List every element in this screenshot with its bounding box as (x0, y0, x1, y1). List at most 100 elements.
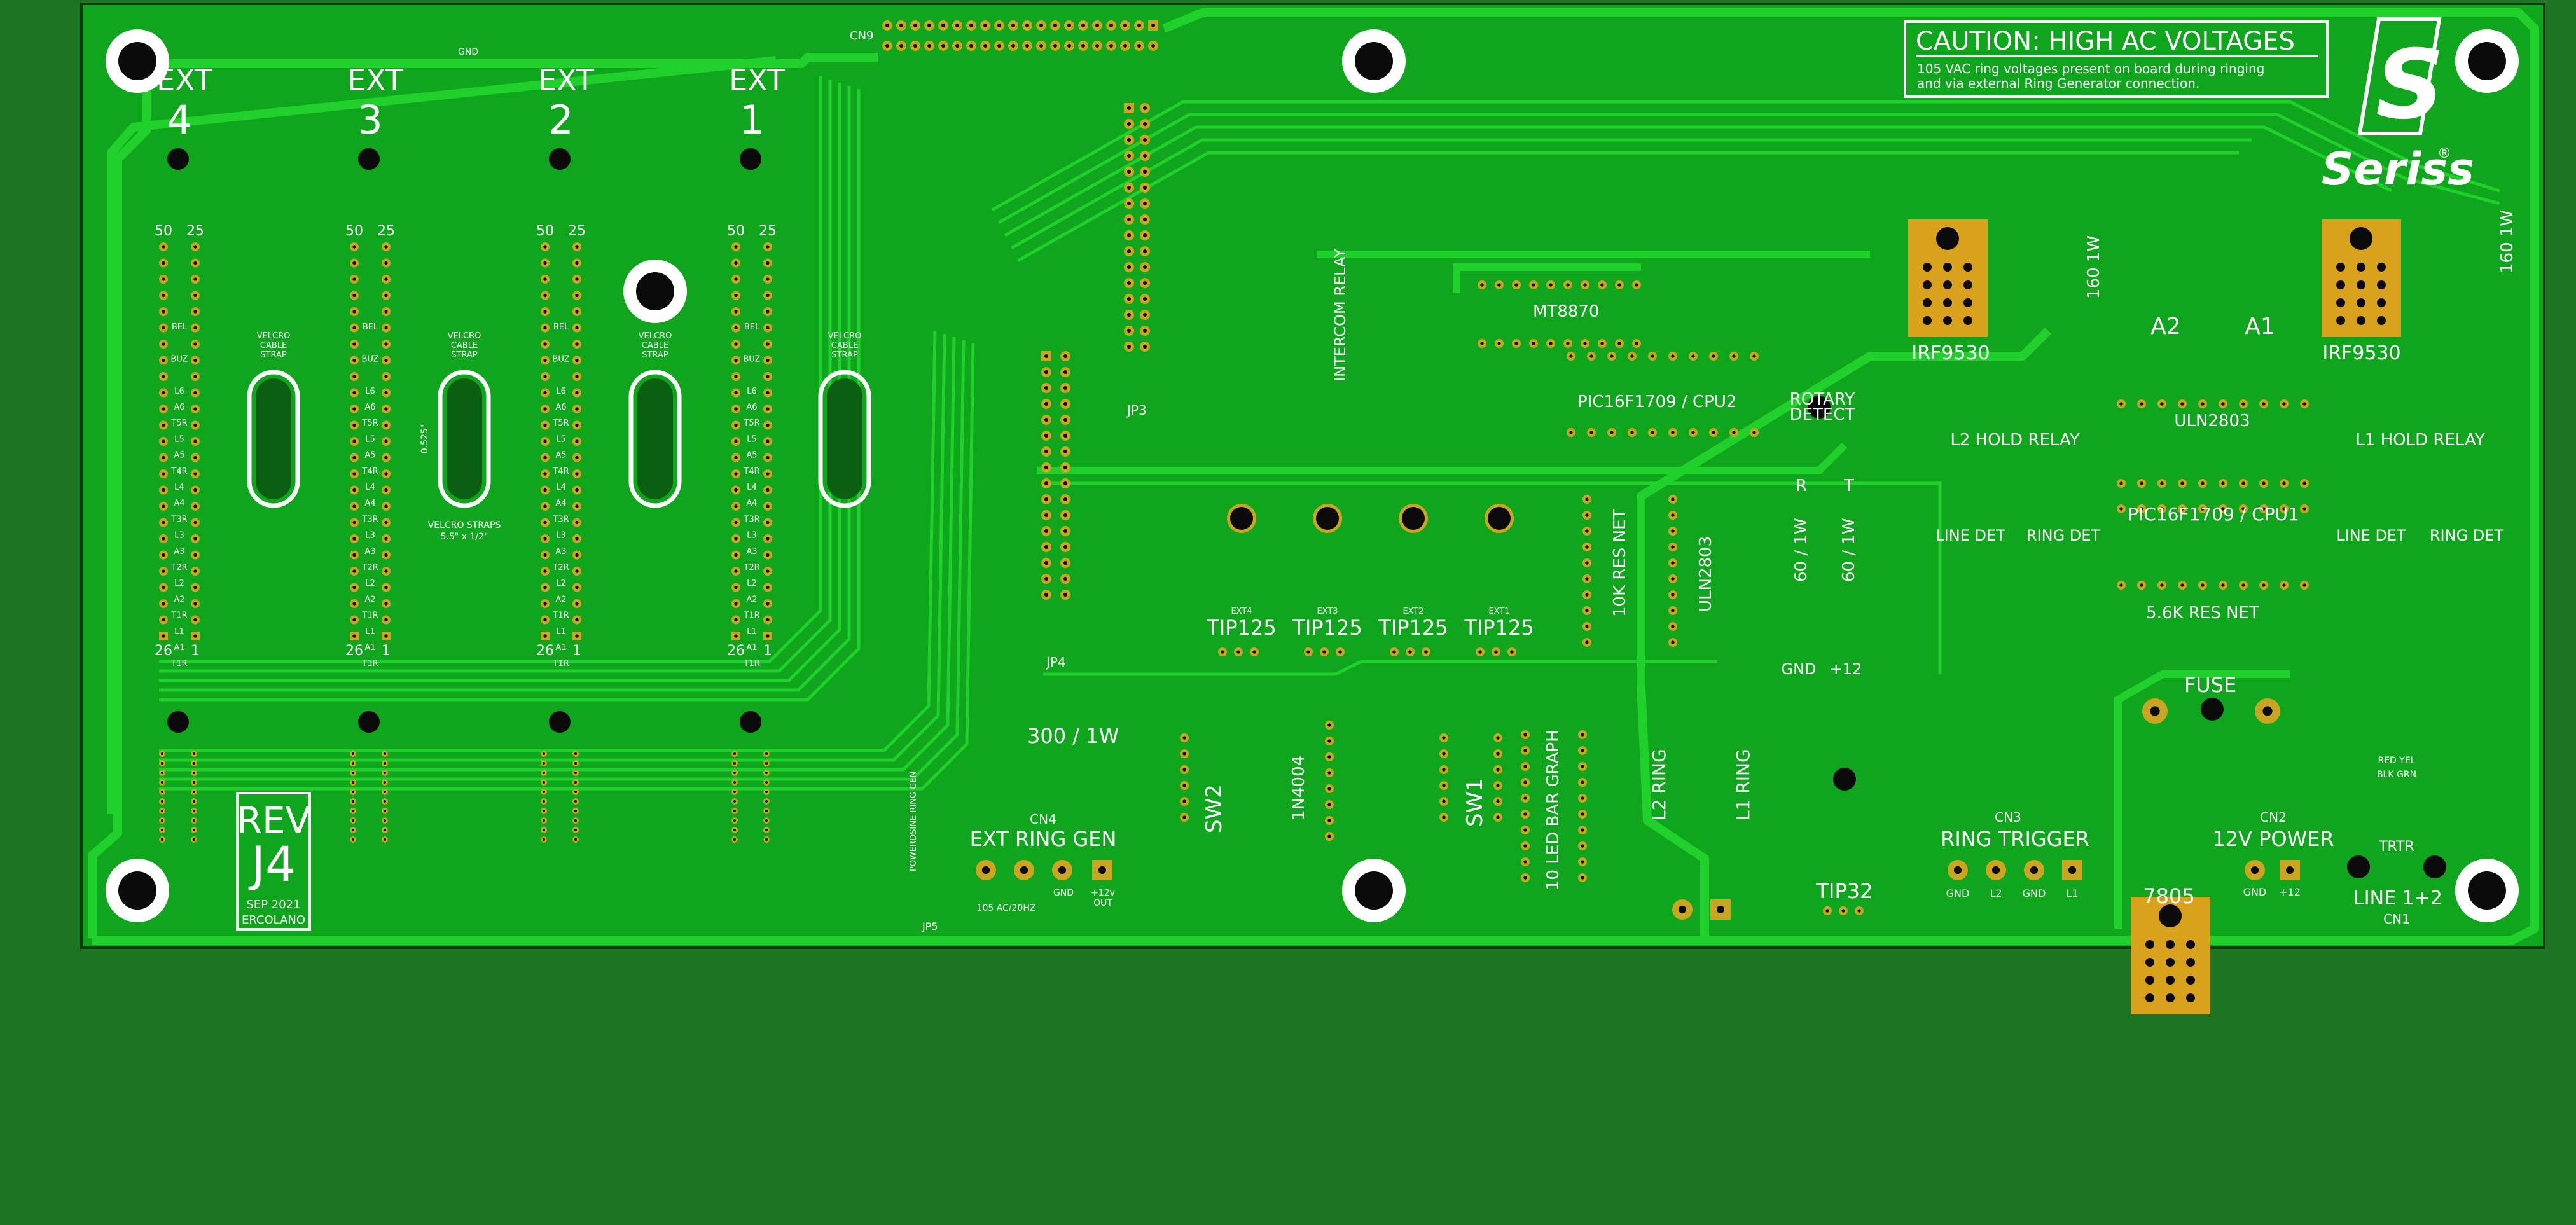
header-pin-label: T1R (361, 659, 378, 668)
tip125-ext-label: EXT2 (1402, 607, 1423, 616)
header-pad-drill (734, 439, 738, 443)
mosfet-via (2166, 940, 2175, 949)
tip125-label: TIP125 (1378, 616, 1448, 640)
trtr-label: TRTR (2378, 839, 2414, 855)
jp4-pad-drill (1044, 513, 1049, 518)
header-pin-label: L2 (747, 579, 757, 588)
cn9-pad-drill (885, 23, 890, 28)
header-pad-drill (734, 569, 738, 573)
header-pad-drill (766, 472, 770, 476)
header-pad-drill (162, 391, 165, 395)
header-pad-drill (734, 585, 738, 590)
header-pad-drill (543, 423, 547, 427)
jp3-pad-drill (1126, 217, 1132, 222)
velcro-note-1: VELCRO STRAPS (428, 520, 501, 530)
cpu2-pad-drill (1712, 431, 1715, 434)
cn9-pad-drill (1025, 23, 1030, 28)
sw2-label: SW2 (1201, 784, 1227, 833)
velcro-label: CABLE (642, 341, 668, 350)
lower-pad-drill (352, 819, 354, 822)
res-net-pad-drill (1671, 497, 1675, 501)
mt8870-pad-drill (1600, 283, 1604, 287)
mounting-holes (106, 29, 2519, 922)
header-number: 25 (759, 223, 777, 239)
jp4-pad-drill (1063, 481, 1068, 486)
header-pad-drill (352, 585, 356, 590)
header-pad-drill (352, 391, 356, 395)
jp3-pad-drill (1126, 121, 1132, 127)
velcro-label: VELCRO (828, 331, 862, 341)
header-pin-label: A6 (174, 403, 184, 412)
header-pin-label: T1R (743, 659, 759, 668)
ext-port-lower-hole (358, 711, 380, 733)
lower-pad-drill (574, 810, 577, 812)
header-pad-drill (352, 358, 356, 363)
drill-hole (2423, 855, 2446, 878)
r60-a-label: 60 / 1W (1792, 518, 1811, 582)
jp3-pad-drill (1142, 233, 1147, 238)
lower-pad-drill (384, 772, 386, 774)
velcro-label: STRAP (260, 350, 287, 360)
header-pin-label: A4 (746, 499, 757, 508)
header-pad-drill (766, 358, 770, 363)
header-pin-label: L5 (747, 434, 757, 444)
sw1-pad-drill (1442, 736, 1446, 740)
res-net-pad-drill (1585, 609, 1589, 612)
jp3-pad-drill (1126, 328, 1132, 333)
diode-pad-drill (1327, 834, 1331, 838)
cpu1-pad-drill (2201, 507, 2205, 511)
jp4-pad-drill (1063, 354, 1068, 359)
header-pad-drill (384, 488, 388, 492)
header-pin-label: A2 (555, 595, 566, 604)
jp3-pad-drill (1142, 280, 1147, 286)
cpu2-pad-drill (1712, 354, 1715, 358)
mt8870-pad-drill (1549, 283, 1553, 287)
header-pin-label: L1 (747, 627, 757, 637)
l1-ring-label: L1 RING (1733, 749, 1754, 820)
header-number: 26 (536, 643, 554, 659)
lower-pad-drill (574, 762, 577, 765)
mounting-hole-center (636, 272, 674, 310)
mosfet-via (1923, 280, 1932, 289)
header-pad-drill (352, 439, 356, 443)
ext-ring-gen-label: EXT RING GEN (970, 827, 1117, 851)
header-pad-drill (384, 342, 388, 346)
header-pad-drill (193, 472, 197, 476)
jp3-pad-drill (1142, 265, 1147, 270)
cpu2-pad-drill (1732, 354, 1736, 358)
cn9-pad-drill (899, 23, 904, 28)
header-pad-drill (162, 439, 165, 443)
uln-right-pad-drill (2302, 481, 2306, 485)
header-pad-drill (193, 634, 197, 638)
header-pin-label: BUZ (552, 354, 569, 364)
header-pad-drill (352, 634, 356, 638)
intercom-relay-label: INTERCOM RELAY (1331, 248, 1349, 382)
rev-location: ERCOLANO (242, 913, 305, 927)
sw1-pad-drill (1496, 799, 1500, 803)
cn9-pad-drill (983, 23, 988, 28)
ring-gen-pad-drill (981, 866, 990, 875)
ext-port-label: EXT (347, 63, 404, 97)
lower-pad-drill (543, 838, 545, 841)
uln-right-pad-drill (2302, 402, 2306, 406)
mt8870-pad-drill (1583, 342, 1587, 345)
caution-title: CAUTION: HIGH AC VOLTAGES (1916, 27, 2295, 56)
header-pin-label: L1 (365, 627, 375, 637)
cpu2-pad-drill (1630, 431, 1634, 434)
header-number: 1 (382, 643, 391, 659)
lower-pad-drill (384, 762, 386, 765)
header-pad-drill (766, 439, 770, 443)
header-pin-label: BEL (172, 322, 188, 332)
header-pad-drill (384, 407, 388, 411)
cn9-pad-drill (1081, 23, 1086, 28)
header-pad-drill (352, 375, 356, 378)
header-pin-label: A1 (746, 643, 757, 653)
bargraph-pad-drill (1523, 844, 1527, 848)
header-pad-drill (162, 455, 165, 460)
header-pad-drill (543, 439, 547, 443)
res-net-pad-drill (1585, 593, 1589, 597)
header-pin-label: A2 (174, 595, 184, 604)
mosfet-via (2145, 958, 2154, 967)
